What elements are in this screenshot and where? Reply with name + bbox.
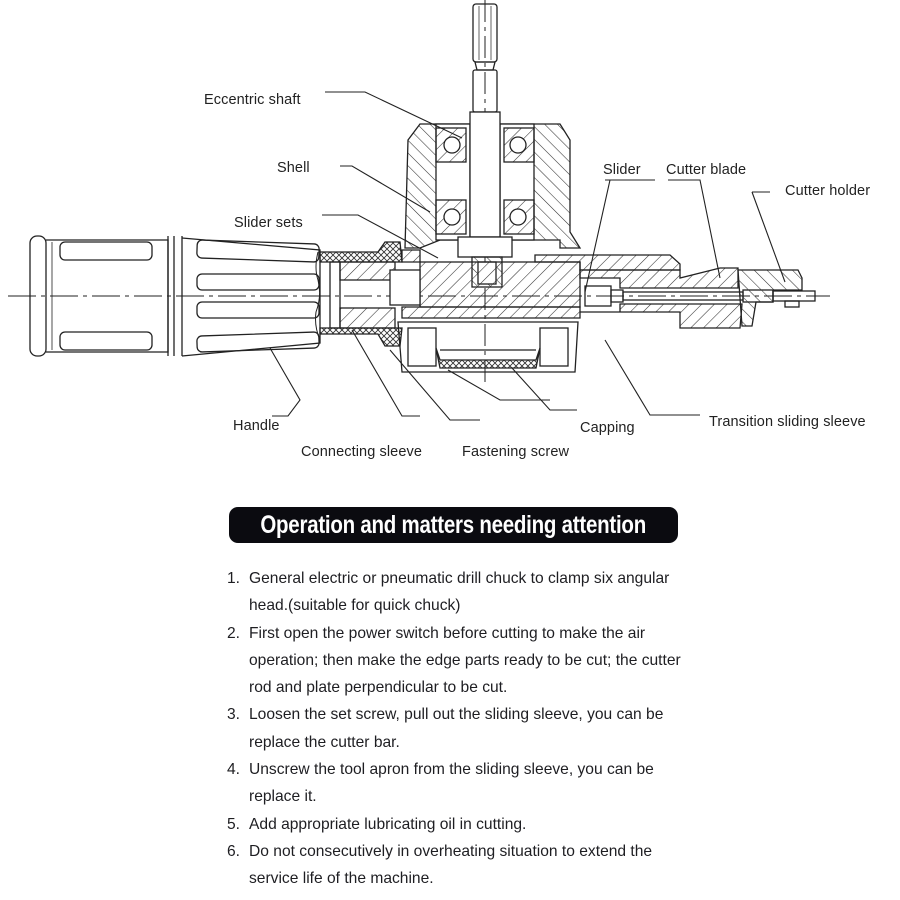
step-item: 2. First open the power switch before cut…	[227, 620, 697, 702]
transition-sliding-sleeve-part	[579, 267, 743, 329]
step-text: Loosen the set screw, pull out the slidi…	[249, 706, 664, 751]
section-title-banner: Operation and matters needing attention	[229, 507, 678, 543]
step-text: General electric or pneumatic drill chuc…	[249, 570, 670, 615]
step-number: 3.	[227, 706, 241, 724]
step-item: 4. Unscrew the tool apron from the slidin…	[227, 756, 697, 811]
operation-steps-list: 1. General electric or pneumatic drill ch…	[227, 565, 697, 893]
label-slider-sets: Slider sets	[234, 215, 303, 231]
step-number: 6.	[227, 842, 241, 860]
label-shell: Shell	[277, 160, 310, 176]
label-cutter-blade: Cutter blade	[666, 162, 747, 178]
label-capping: Capping	[580, 420, 635, 436]
step-number: 5.	[227, 815, 241, 833]
step-item: 3. Loosen the set screw, pull out the sli…	[227, 701, 697, 756]
cutter-holder-part	[737, 269, 816, 327]
step-item: 5. Add appropriate lubricating oil in cut…	[227, 811, 697, 838]
step-number: 4.	[227, 761, 241, 779]
step-text: Add appropriate lubricating oil in cutti…	[249, 815, 527, 833]
step-text: First open the power switch before cutti…	[249, 624, 681, 697]
step-item: 6. Do not consecutively in overheating si…	[227, 838, 697, 893]
label-transition-sliding-sleeve: Transition sliding sleeve	[709, 414, 866, 430]
label-eccentric-shaft: Eccentric shaft	[204, 92, 301, 108]
label-cutter-holder: Cutter holder	[785, 183, 871, 199]
label-fastening-screw: Fastening screw	[462, 444, 570, 460]
step-text: Unscrew the tool apron from the sliding …	[249, 761, 654, 806]
label-connecting-sleeve: Connecting sleeve	[301, 444, 422, 460]
connecting-sleeve-part	[319, 241, 403, 347]
step-text: Do not consecutively in overheating situ…	[249, 842, 653, 888]
section-title: Operation and matters needing attention	[260, 510, 647, 539]
step-number: 1.	[227, 570, 241, 587]
label-handle: Handle	[233, 418, 280, 434]
leader-lines	[269, 91, 786, 421]
label-slider: Slider	[603, 162, 641, 178]
cutter-cross-section-drawing	[8, 0, 830, 421]
slider-part	[389, 249, 681, 319]
capping-part	[397, 321, 579, 373]
handle-part	[29, 235, 321, 357]
step-item: 1. General electric or pneumatic drill ch…	[227, 565, 697, 620]
step-number: 2.	[227, 624, 241, 642]
